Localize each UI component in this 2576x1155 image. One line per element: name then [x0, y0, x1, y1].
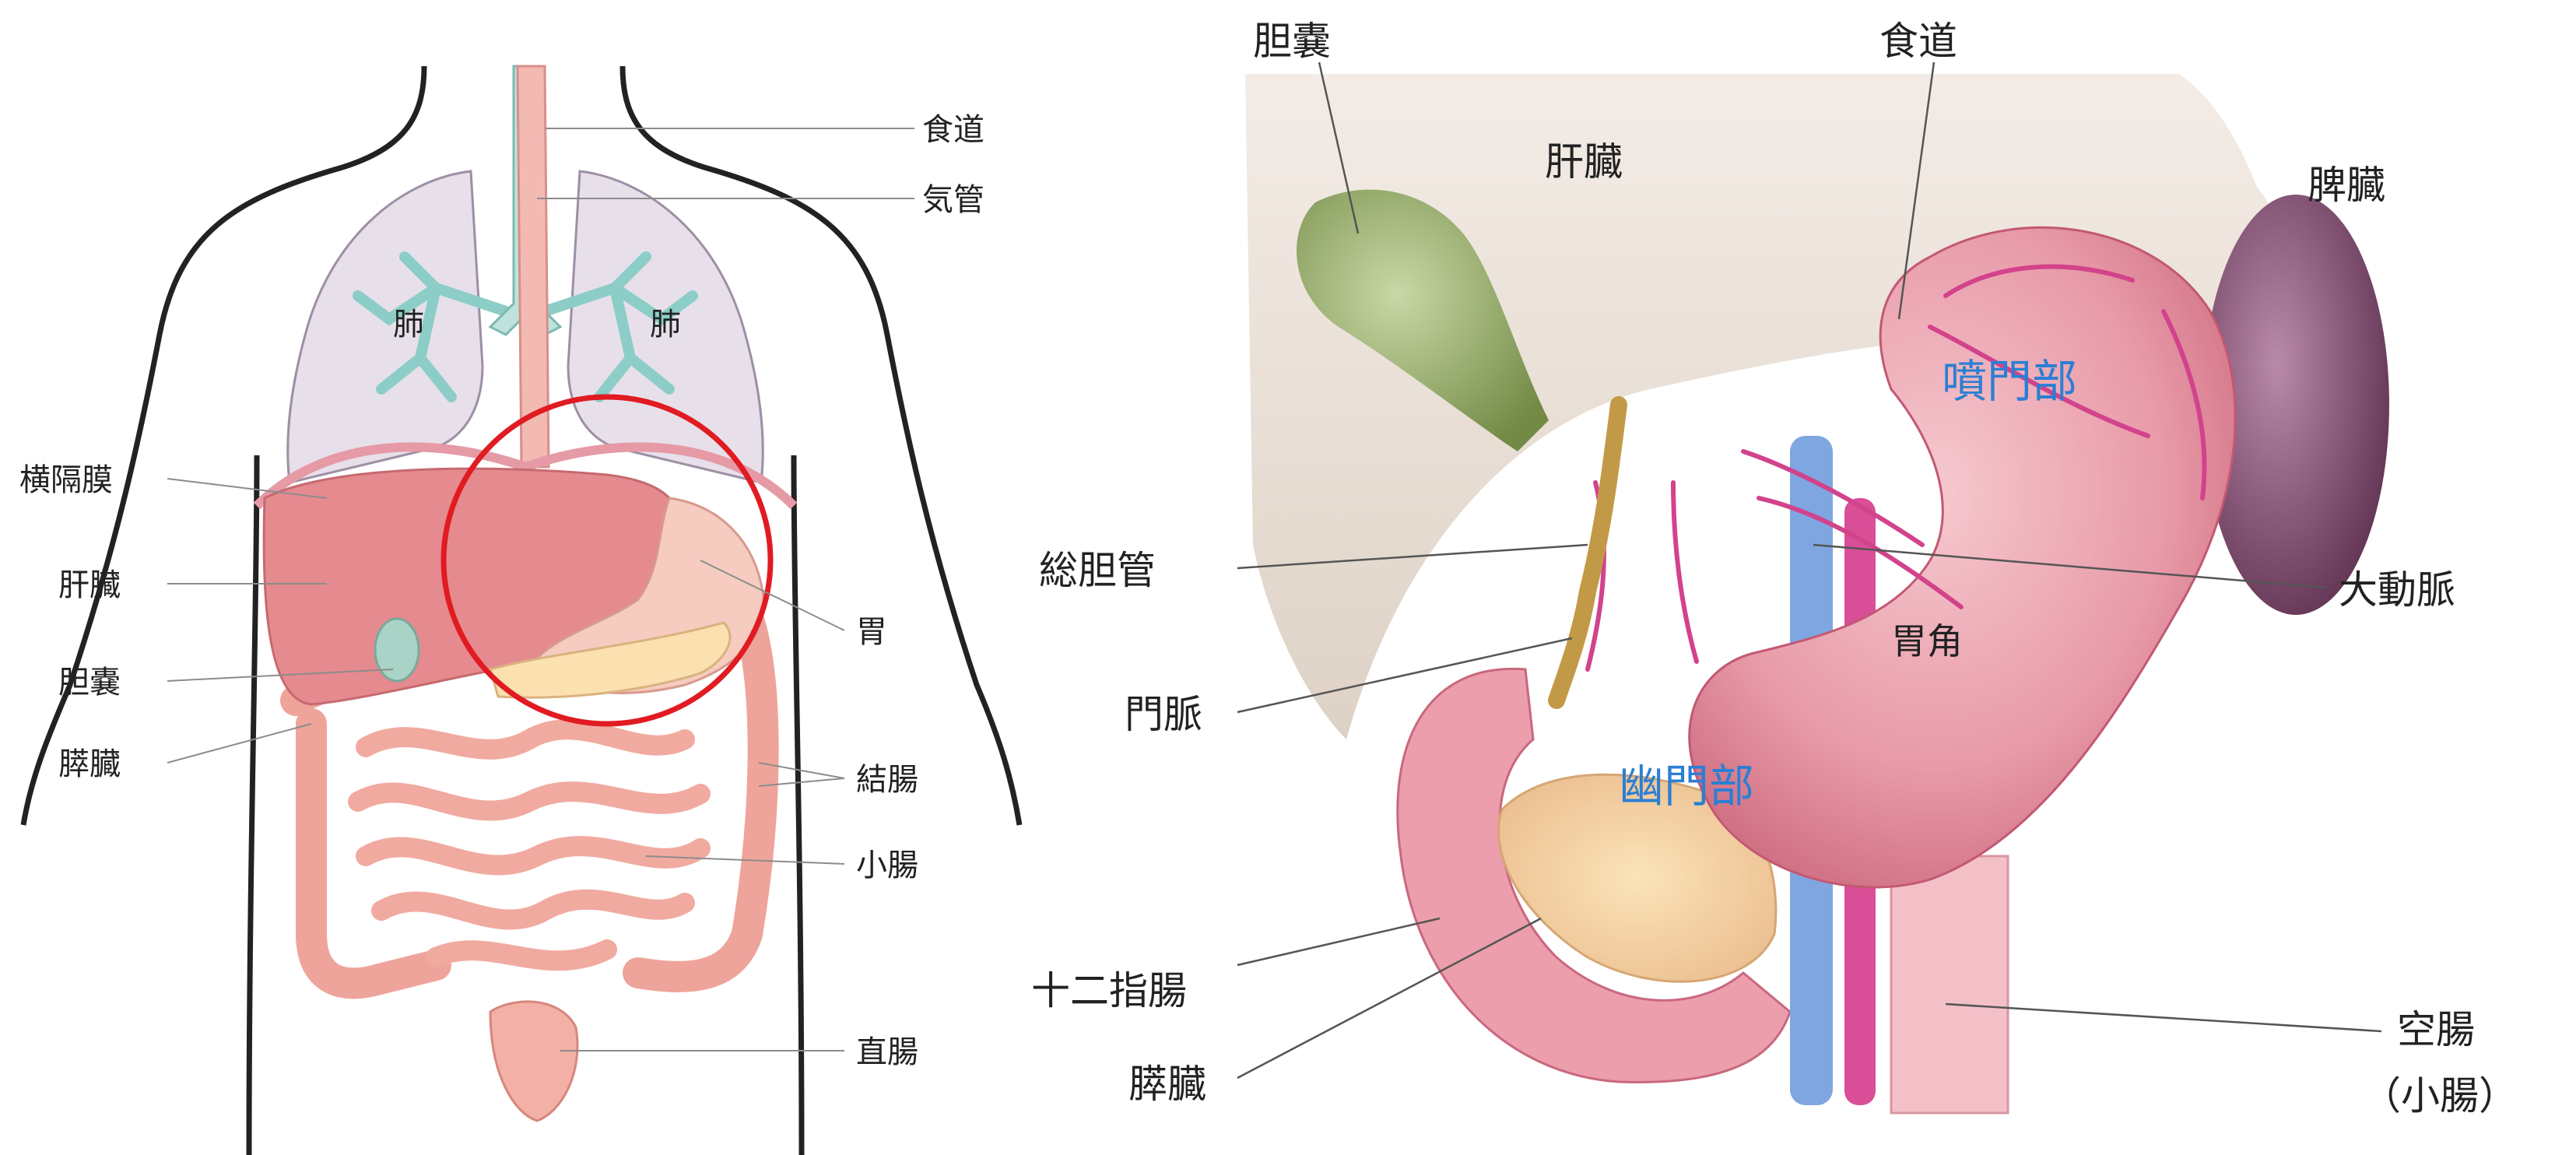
- label-cardia: 噴門部: [1942, 355, 2077, 408]
- label-colon-left: 結腸: [856, 762, 918, 798]
- right-stomach-diagram: 胆嚢 食道 肝臓 脾臓 噴門部 総胆管 大動脈 胃角 門脈 幽門部 十二指腸 膵…: [1031, 19, 2518, 1118]
- label-spleen-right: 脾臓: [2308, 163, 2385, 208]
- label-duodenum: 十二指腸: [1031, 968, 1187, 1013]
- gallbladder-shape: [375, 619, 419, 681]
- label-esophagus-right: 食道: [1879, 19, 1957, 64]
- rectum-shape: [490, 1002, 577, 1121]
- label-aorta: 大動脈: [2339, 567, 2455, 613]
- label-portal-vein: 門脈: [1125, 692, 1202, 737]
- label-lung-left: 肺: [393, 307, 424, 342]
- jejunum-shape: [1891, 856, 2008, 1113]
- label-liver-left: 肝臓: [58, 567, 121, 603]
- lung-left-shape: [288, 171, 483, 483]
- label-pancreas-right: 膵臓: [1128, 1062, 1206, 1107]
- label-common-bile-duct: 総胆管: [1039, 548, 1156, 593]
- label-angular-incisure: 胃角: [1891, 620, 1963, 662]
- torso-outline: [249, 455, 257, 1155]
- label-rectum-left: 直腸: [856, 1034, 918, 1070]
- label-jejunum: 空腸: [2397, 1007, 2475, 1052]
- label-liver-right: 肝臓: [1545, 139, 1623, 184]
- label-esophagus-left: 食道: [922, 112, 984, 148]
- left-torso-diagram: 食道 気管 肺 肺 横隔膜 肝臓 胆嚢 膵臓 胃 結腸 小腸 直腸: [19, 66, 1020, 1155]
- label-lung-right: 肺: [650, 307, 681, 342]
- label-pylorus: 幽門部: [1619, 760, 1754, 813]
- small-intestine-shape: [358, 729, 700, 960]
- label-diaphragm-left: 横隔膜: [19, 462, 113, 498]
- bile-duct: [1556, 405, 1619, 700]
- label-trachea-left: 気管: [922, 182, 984, 218]
- label-pancreas-left: 膵臓: [58, 746, 121, 782]
- label-stomach-left: 胃: [856, 614, 887, 650]
- label-gallbladder-left: 胆嚢: [58, 665, 121, 700]
- label-gallbladder-right: 胆嚢: [1253, 19, 1331, 64]
- label-small-intestine-left: 小腸: [856, 848, 918, 883]
- label-jejunum-note: （小腸）: [2362, 1073, 2518, 1118]
